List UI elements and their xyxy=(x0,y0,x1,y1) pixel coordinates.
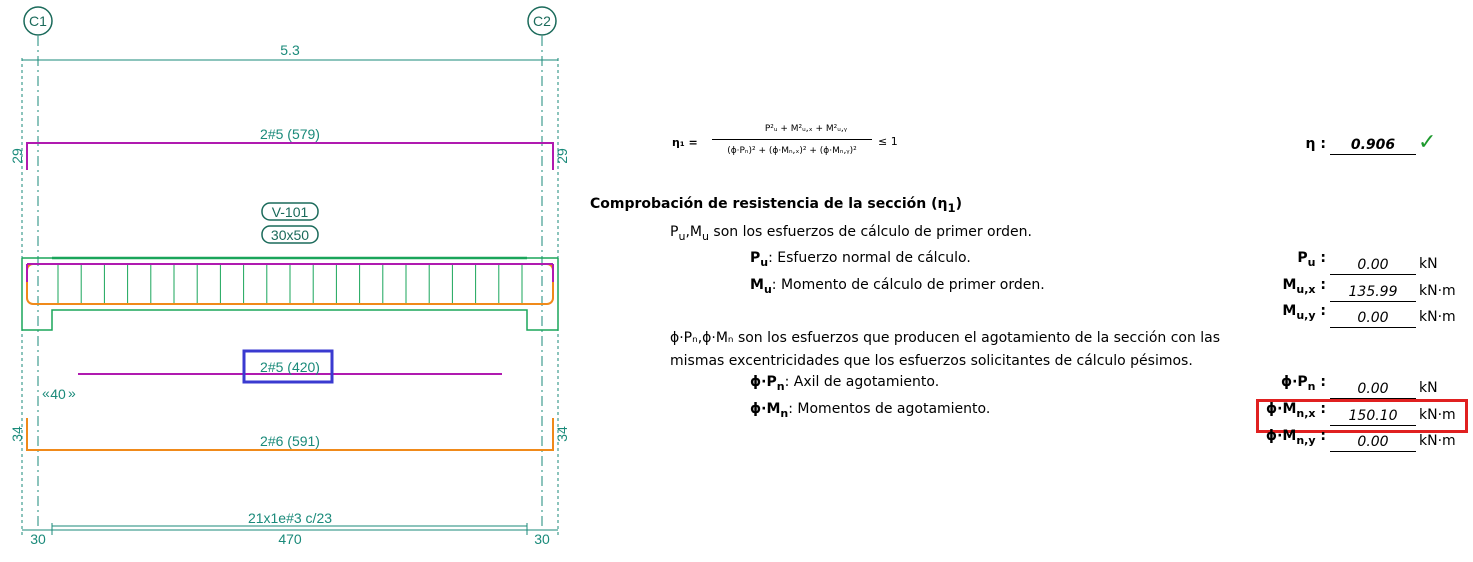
beam-name: V-101 xyxy=(272,204,309,220)
phimn-description: ϕ·Mn: Momentos de agotamiento. xyxy=(750,401,991,420)
pu-mu-intro: Pu,Mu son los esfuerzos de cálculo de pr… xyxy=(670,224,1032,243)
mu-description: Mu: Momento de cálculo de primer orden. xyxy=(750,277,1045,296)
mid-bar-highlight xyxy=(242,349,334,384)
top-hook-left-label: 29 xyxy=(9,148,25,164)
bottom-bar-label: 2#6 (591) xyxy=(260,433,320,449)
stirrups-label: 21x1e#3 c/23 xyxy=(248,510,332,526)
phipn-description: ϕ·Pn: Axil de agotamiento. xyxy=(750,374,940,393)
mux-value: 135.99 xyxy=(1330,283,1416,302)
phimnx-value: 150.10 xyxy=(1330,407,1416,426)
phi-intro-line1: ϕ·Pₙ,ϕ·Mₙ son los esfuerzos que producen… xyxy=(670,330,1221,346)
column-bubble-c2: C2 xyxy=(527,6,557,36)
beam-section: 30x50 xyxy=(271,227,309,243)
bottom-bar: 2#6 (591) 34 34 xyxy=(9,418,570,451)
formula-lhs: η₁ = xyxy=(672,136,698,149)
svg-text:»: » xyxy=(68,385,76,401)
dim-left-label: 30 xyxy=(30,531,46,547)
anchor-offset-label: 40 xyxy=(50,386,66,402)
column-right-label: C2 xyxy=(533,13,551,29)
eta-value: 0.906 xyxy=(1330,136,1416,155)
mux-unit: kN·m xyxy=(1419,283,1456,299)
formula-denominator: (ϕ·Pₙ)² + (ϕ·Mₙ,ₓ)² + (ϕ·Mₙ,ᵧ)² xyxy=(727,146,857,156)
formula-numerator: P²ᵤ + M²ᵤ,ₓ + M²ᵤ,ᵧ xyxy=(764,124,848,134)
phimnx-highlight xyxy=(1256,399,1468,433)
span-length-label: 5.3 xyxy=(280,42,300,58)
phimny-label: ϕ·Mn,y : xyxy=(1265,428,1326,447)
span-dimension: 5.3 xyxy=(22,42,558,61)
edge-lines xyxy=(21,58,559,535)
check-ok-icon: ✓ xyxy=(1418,130,1437,155)
dim-right-label: 30 xyxy=(534,531,550,547)
phipn-label: ϕ·Pn : xyxy=(1280,374,1326,393)
column-axes xyxy=(37,36,543,530)
phimny-unit: kN·m xyxy=(1419,433,1456,449)
dim-mid-label: 470 xyxy=(278,531,302,547)
bottom-hook-left-label: 34 xyxy=(9,426,25,442)
beam-section-tag: 30x50 xyxy=(261,225,319,244)
muy-unit: kN·m xyxy=(1419,309,1456,325)
formula-fraction-bar xyxy=(712,139,872,140)
muy-label: Mu,y : xyxy=(1282,303,1326,322)
phipn-value: 0.00 xyxy=(1330,380,1416,399)
phimnx-unit: kN·m xyxy=(1419,407,1456,423)
muy-value: 0.00 xyxy=(1330,309,1416,328)
phimny-value: 0.00 xyxy=(1330,433,1416,452)
beam-elevation xyxy=(21,256,559,331)
section-heading: Comprobación de resistencia de la secció… xyxy=(590,196,962,215)
pu-label: Pu : xyxy=(1297,250,1326,269)
phimnx-label: ϕ·Mn,x : xyxy=(1266,401,1326,420)
phi-intro-line2: mismas excentricidades que los esfuerzos… xyxy=(670,353,1193,369)
middle-bar: 2#5 (420) xyxy=(78,349,502,384)
column-bubble-c1: C1 xyxy=(23,6,53,36)
svg-text:«: « xyxy=(42,385,50,401)
beam-name-tag: V-101 xyxy=(261,202,319,221)
top-hook-right-label: 29 xyxy=(554,148,570,164)
pu-description: Pu: Esfuerzo normal de cálculo. xyxy=(750,250,971,269)
top-bar: 2#5 (579) 29 29 xyxy=(9,126,570,170)
eta-label: η : xyxy=(1305,136,1326,152)
formula-condition: ≤ 1 xyxy=(878,135,898,148)
bottom-dimensions: 30 470 30 xyxy=(22,523,558,547)
phipn-unit: kN xyxy=(1419,380,1438,396)
bottom-hook-right-label: 34 xyxy=(554,426,570,442)
pu-value: 0.00 xyxy=(1330,256,1416,275)
pu-unit: kN xyxy=(1419,256,1438,272)
mid-bar-label: 2#5 (420) xyxy=(260,359,320,375)
column-left-label: C1 xyxy=(29,13,47,29)
stirrups-dimension: 21x1e#3 c/23 xyxy=(52,510,527,527)
anchor-dimension: 40 « » xyxy=(42,385,76,402)
beam-drawing: C1 C2 5.3 2#5 (579) 29 29 V-101 30x50 xyxy=(9,6,570,547)
mux-label: Mu,x : xyxy=(1282,277,1326,296)
top-bar-label: 2#5 (579) xyxy=(260,126,320,142)
interaction-formula: η₁ = P²ᵤ + M²ᵤ,ₓ + M²ᵤ,ᵧ (ϕ·Pₙ)² + (ϕ·Mₙ… xyxy=(668,122,908,168)
